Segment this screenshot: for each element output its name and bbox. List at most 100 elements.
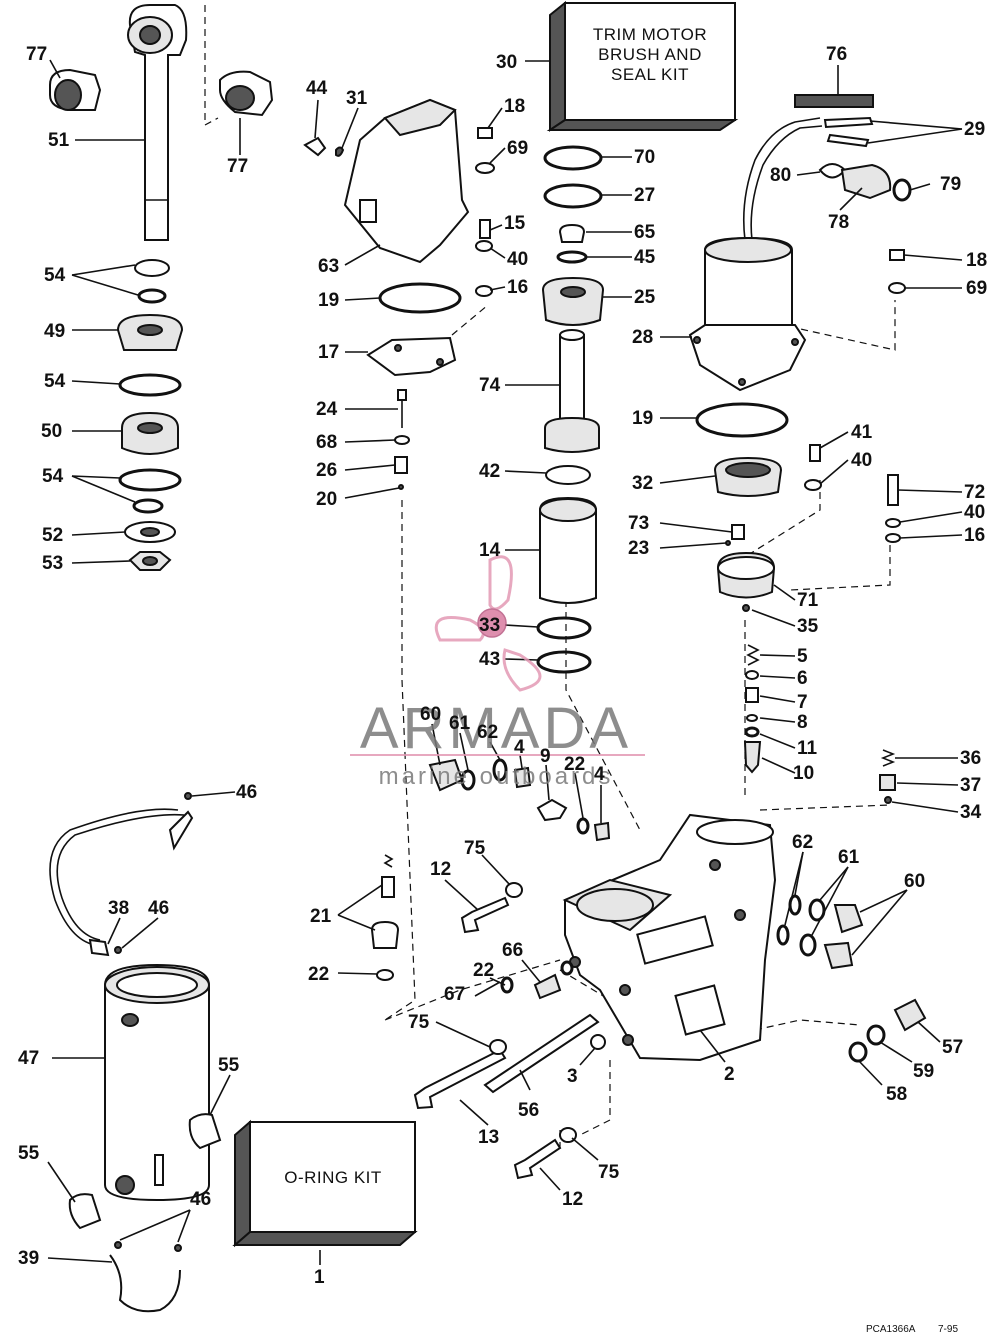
callout-7: 7 — [797, 692, 808, 713]
callout-77: 77 — [26, 44, 47, 65]
callout-61: 61 — [838, 847, 860, 868]
callout-69: 69 — [507, 138, 528, 159]
callout-16: 16 — [507, 277, 528, 298]
trim-motor-assembly — [688, 94, 912, 497]
callout-52: 52 — [42, 525, 63, 546]
callout-50: 50 — [41, 421, 62, 442]
callout-51: 51 — [48, 130, 70, 151]
callout-16: 16 — [964, 525, 985, 546]
callout-36: 36 — [960, 748, 981, 769]
callout-47: 47 — [18, 1048, 39, 1069]
callout-55: 55 — [218, 1055, 240, 1076]
callout-58: 58 — [886, 1084, 907, 1105]
callout-1: 1 — [314, 1267, 325, 1288]
callout-12: 12 — [430, 859, 451, 880]
callout-25: 25 — [634, 287, 656, 308]
callout-14: 14 — [479, 540, 501, 561]
trim-rod-assembly — [49, 4, 274, 571]
callout-44: 44 — [306, 78, 328, 99]
center-pump-stack — [475, 127, 605, 674]
callout-26: 26 — [316, 460, 337, 481]
callout-60: 60 — [904, 871, 925, 892]
callout-22: 22 — [308, 964, 329, 985]
figure-code-text: PCA1366A — [866, 1324, 916, 1335]
callout-21: 21 — [310, 906, 332, 927]
callout-8: 8 — [797, 712, 808, 733]
bolts-and-pins — [370, 854, 606, 1180]
callout-43: 43 — [479, 649, 500, 670]
armada-watermark: ARMADA marine outboards — [350, 555, 645, 790]
callout-4: 4 — [594, 764, 605, 785]
callout-75: 75 — [464, 838, 486, 859]
callout-49: 49 — [44, 321, 65, 342]
callout-70: 70 — [634, 147, 655, 168]
callout-79: 79 — [940, 174, 961, 195]
callout-23: 23 — [628, 538, 649, 559]
callout-22: 22 — [564, 754, 585, 775]
valve-parts — [716, 444, 901, 804]
callout-labels: 77 51 77 54 49 54 50 54 52 53 44 31 63 1… — [18, 44, 987, 1288]
trim-motor-kit-box: TRIM MOTOR BRUSH AND SEAL KIT — [546, 0, 739, 132]
callout-65: 65 — [634, 222, 656, 243]
callout-24: 24 — [316, 399, 338, 420]
callout-5: 5 — [797, 646, 808, 667]
callout-71: 71 — [797, 590, 819, 611]
callout-56: 56 — [518, 1100, 539, 1121]
trim-kit-line-3: SEAL KIT — [611, 65, 689, 84]
reservoir-and-hose — [49, 792, 222, 1313]
callout-33: 33 — [479, 615, 500, 636]
callout-29: 29 — [964, 119, 985, 140]
callout-19: 19 — [632, 408, 653, 429]
figure-code: PCA1366A 7-95 — [866, 1324, 958, 1335]
callout-27: 27 — [634, 185, 655, 206]
callout-39: 39 — [18, 1248, 39, 1269]
manifold-block — [562, 813, 777, 1062]
callout-40: 40 — [964, 502, 985, 523]
trim-kit-line-2: BRUSH AND — [598, 45, 702, 64]
callout-59: 59 — [913, 1061, 934, 1082]
callout-46: 46 — [236, 782, 257, 803]
leader-lines — [47, 59, 963, 1265]
callout-55: 55 — [18, 1143, 40, 1164]
callout-54: 54 — [42, 466, 64, 487]
oring-kit-box: O-RING KIT — [232, 1119, 418, 1248]
callout-63: 63 — [318, 256, 339, 277]
trim-kit-line-1: TRIM MOTOR — [593, 25, 707, 44]
callout-46: 46 — [190, 1189, 211, 1210]
callout-68: 68 — [316, 432, 337, 453]
callout-18: 18 — [504, 96, 525, 117]
callout-12: 12 — [562, 1189, 583, 1210]
callout-10: 10 — [793, 763, 814, 784]
callout-34: 34 — [960, 802, 982, 823]
callout-78: 78 — [828, 212, 849, 233]
callout-37: 37 — [960, 775, 981, 796]
callout-18: 18 — [966, 250, 987, 271]
callout-61: 61 — [449, 713, 471, 734]
callout-35: 35 — [797, 616, 819, 637]
callout-67: 67 — [444, 984, 465, 1005]
callout-28: 28 — [632, 327, 653, 348]
callout-6: 6 — [797, 668, 808, 689]
callout-31: 31 — [346, 88, 368, 109]
valve-row-left — [428, 758, 611, 842]
oring-kit-label: O-RING KIT — [284, 1168, 382, 1187]
callout-15: 15 — [504, 213, 526, 234]
callout-22: 22 — [473, 960, 494, 981]
callout-3: 3 — [567, 1066, 578, 1087]
callout-54: 54 — [44, 265, 66, 286]
callout-41: 41 — [851, 422, 873, 443]
callout-74: 74 — [479, 375, 501, 396]
watermark-tagline: marine outboards — [379, 763, 614, 790]
callout-76: 76 — [826, 44, 847, 65]
callout-40: 40 — [851, 450, 872, 471]
callout-57: 57 — [942, 1037, 963, 1058]
callout-46: 46 — [148, 898, 169, 919]
callout-2: 2 — [724, 1064, 735, 1085]
callout-42: 42 — [479, 461, 500, 482]
valve-row-right — [776, 894, 927, 1063]
callout-54: 54 — [44, 371, 66, 392]
callout-30: 30 — [496, 52, 517, 73]
callout-69: 69 — [966, 278, 987, 299]
callout-66: 66 — [502, 940, 523, 961]
callout-62: 62 — [792, 832, 813, 853]
